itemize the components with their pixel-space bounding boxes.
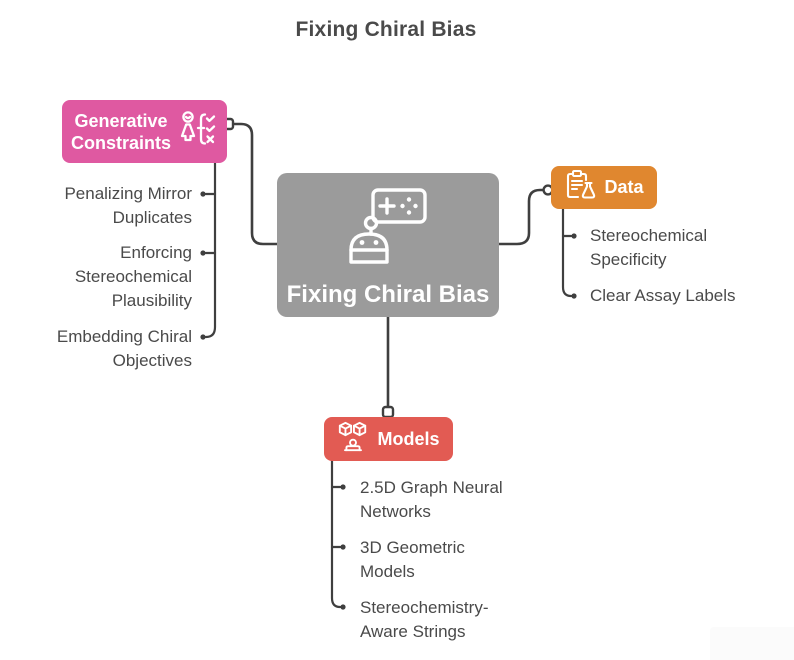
node-fixing-chiral-bias[interactable]: Fixing Chiral Bias bbox=[277, 173, 499, 317]
node-data[interactable]: Data bbox=[551, 166, 657, 209]
node-models[interactable]: Models bbox=[324, 417, 453, 461]
branch-item-25d-graph-neural-networks: 2.5D Graph Neural Networks bbox=[360, 478, 503, 521]
branch-item-penalizing-mirror-duplicates: Penalizing Mirror Duplicates bbox=[64, 184, 192, 227]
data-node-label: Data bbox=[604, 177, 644, 197]
edge-generative-center bbox=[231, 122, 279, 246]
branch-item-stereochemistry-aware-strings: Stereochemistry- Aware Strings bbox=[360, 598, 489, 641]
page-title: Fixing Chiral Bias bbox=[295, 18, 477, 41]
person-checklist-icon bbox=[178, 109, 218, 154]
anchor-square-models bbox=[381, 405, 395, 419]
branch-item-3d-geometric-models: 3D Geometric Models bbox=[360, 538, 465, 581]
cubes-icon bbox=[337, 421, 369, 458]
branch-item-embedding-chiral-objectives: Embedding Chiral Objectives bbox=[56, 327, 192, 370]
models-node-label: Models bbox=[377, 428, 440, 449]
clipboard-flask-icon bbox=[564, 169, 596, 206]
branch-item-enforcing-stereochemical-plausibility: Enforcing Stereochemical Plausibility bbox=[74, 243, 192, 310]
center-node-label: Fixing Chiral Bias bbox=[286, 280, 490, 308]
trunk-generative bbox=[204, 161, 217, 339]
trunk-data bbox=[561, 206, 573, 298]
trunk-models bbox=[330, 459, 342, 609]
branch-item-stereochemical-specificity: Stereochemical Specificity bbox=[590, 226, 708, 269]
watermark-area bbox=[710, 627, 794, 660]
edge-center-data bbox=[497, 188, 546, 246]
branch-item-clear-assay-labels: Clear Assay Labels bbox=[590, 286, 736, 305]
twig-dots bbox=[200, 191, 577, 610]
robot-icon bbox=[349, 187, 427, 271]
generative-constraints-label: Generative Constraints bbox=[70, 110, 171, 153]
node-generative-constraints[interactable]: Generative Constraints bbox=[62, 100, 227, 163]
